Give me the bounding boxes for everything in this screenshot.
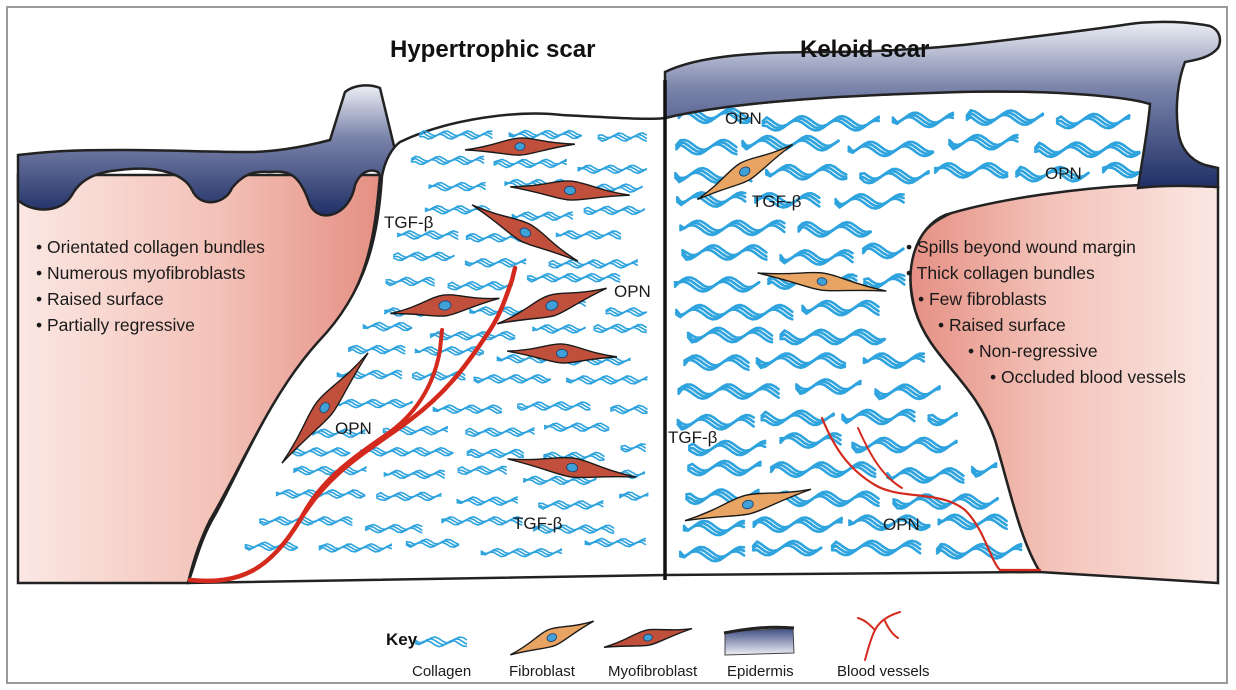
keloid-feature: • Occluded blood vessels bbox=[990, 369, 1186, 387]
key-label-blood-vessels: Blood vessels bbox=[837, 663, 930, 680]
key-title: Key bbox=[386, 630, 417, 650]
tgf-beta-label: TGF-β bbox=[668, 429, 717, 446]
tgf-beta-label: TGF-β bbox=[752, 193, 801, 210]
hypertrophic-feature: • Numerous myofibroblasts bbox=[36, 265, 245, 283]
keloid-feature: • Non-regressive bbox=[968, 343, 1098, 361]
opn-label: OPN bbox=[1045, 165, 1082, 182]
opn-label: OPN bbox=[725, 110, 762, 127]
hypertrophic-title: Hypertrophic scar bbox=[390, 36, 595, 64]
tgf-beta-label: TGF-β bbox=[513, 515, 562, 532]
key-label-epidermis: Epidermis bbox=[727, 663, 794, 680]
keloid-feature: • Few fibroblasts bbox=[918, 291, 1047, 309]
opn-label: OPN bbox=[883, 516, 920, 533]
key-label-fibroblast: Fibroblast bbox=[509, 663, 575, 680]
keloid-feature: • Raised surface bbox=[938, 317, 1066, 335]
opn-label: OPN bbox=[335, 420, 372, 437]
hypertrophic-feature: • Partially regressive bbox=[36, 317, 195, 335]
tgf-beta-label: TGF-β bbox=[384, 214, 433, 231]
hypertrophic-feature: • Raised surface bbox=[36, 291, 164, 309]
key-label-myofibroblast: Myofibroblast bbox=[608, 663, 697, 680]
hypertrophic-feature: • Orientated collagen bundles bbox=[36, 239, 265, 257]
key-label-collagen: Collagen bbox=[412, 663, 471, 680]
keloid-title: Keloid scar bbox=[800, 36, 929, 64]
keloid-feature: • Spills beyond wound margin bbox=[906, 239, 1136, 257]
keloid-feature: • Thick collagen bundles bbox=[906, 265, 1095, 283]
opn-label: OPN bbox=[614, 283, 651, 300]
